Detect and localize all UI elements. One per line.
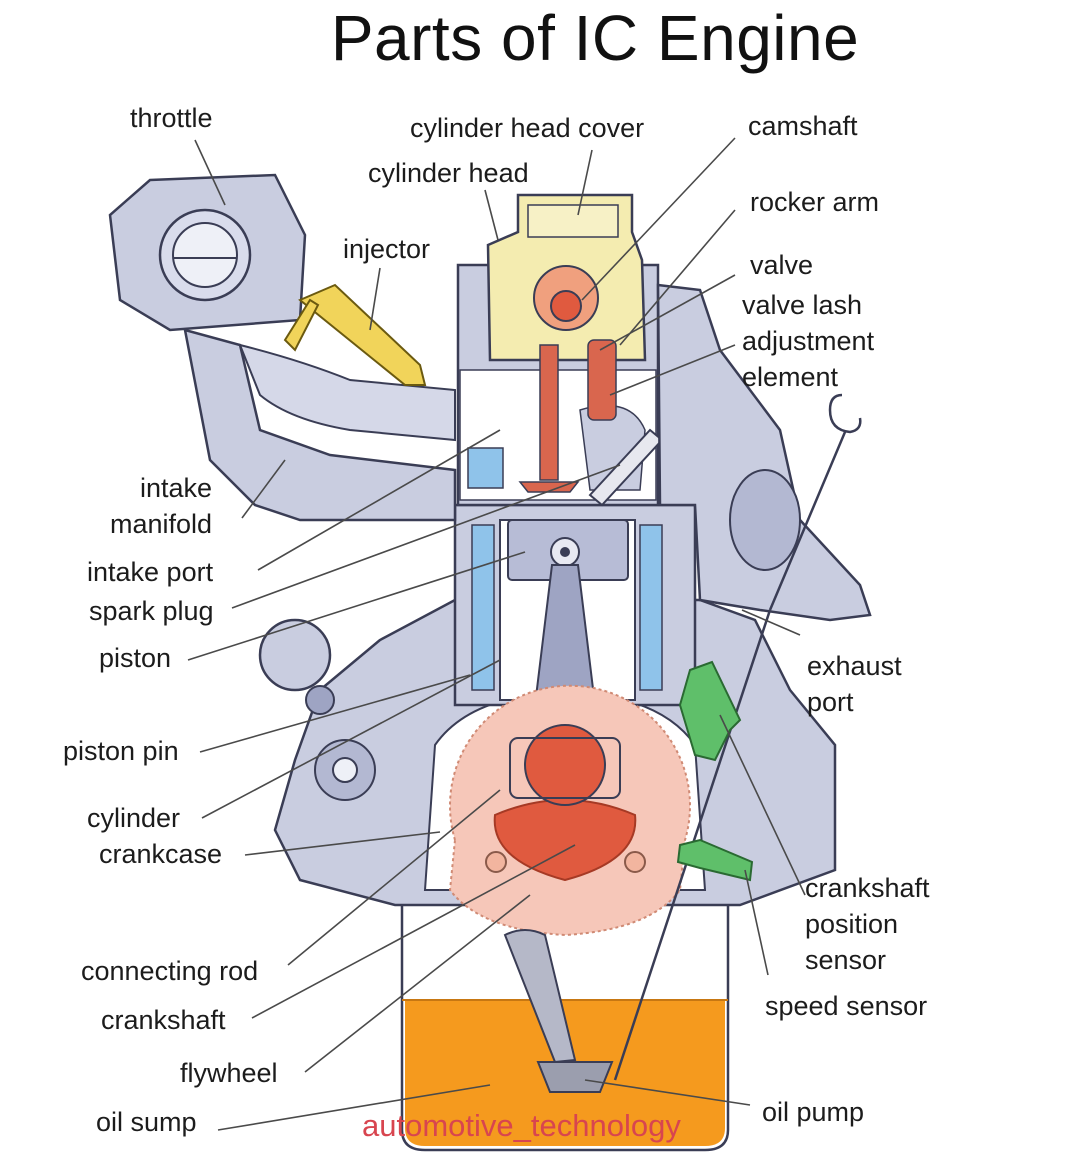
watermark-text: automotive_technology: [362, 1108, 681, 1143]
timing-pulley: [258, 618, 376, 801]
label-spark-plug: spark plug: [89, 596, 214, 626]
label-valve-lash-adjustment-element: valve lash adjustment element: [742, 287, 874, 395]
leader-crankshaft: [251, 844, 576, 1019]
label-line: exhaust: [807, 651, 902, 681]
leader-camshaft: [581, 137, 736, 301]
leader-injector: [369, 267, 381, 331]
label-valve: valve: [750, 250, 814, 280]
valve: [518, 339, 617, 493]
intake-manifold: [183, 328, 457, 522]
leader-crankcase: [244, 831, 441, 856]
leader-intake-manifold: [241, 459, 286, 519]
label-piston: piston: [99, 643, 172, 673]
label-camshaft: camshaft: [748, 111, 858, 141]
leader-valve-lash: [609, 344, 736, 396]
leader-flywheel: [304, 894, 531, 1073]
leader-crankshaft-position-sensor: [719, 714, 806, 896]
flywheel: [448, 684, 691, 937]
label-line: intake: [140, 473, 213, 503]
leader-speed-sensor: [744, 869, 769, 976]
label-piston-pin: piston pin: [63, 736, 179, 766]
speed-sensor: [676, 838, 754, 882]
label-cylinder-head-cover: cylinder head cover: [410, 113, 645, 143]
label-exhaust-port: exhaust port: [807, 648, 902, 720]
label-flywheel: flywheel: [180, 1058, 278, 1088]
label-line: crankcase: [99, 839, 223, 869]
label-cylinder-crankcase: cylinder crankcase: [87, 800, 222, 872]
leader-connecting-rod: [287, 789, 501, 966]
leader-valve: [599, 274, 736, 351]
label-line: port: [807, 687, 854, 717]
label-line: manifold: [110, 509, 213, 539]
label-line: valve lash: [742, 290, 863, 320]
leader-exhaust-port: [741, 609, 801, 636]
label-line: crankshaft: [805, 873, 930, 903]
leader-piston-pin: [199, 674, 471, 753]
label-intake-port: intake port: [87, 557, 214, 587]
label-throttle: throttle: [130, 103, 213, 133]
label-oil-sump: oil sump: [96, 1107, 197, 1137]
label-connecting-rod: connecting rod: [81, 956, 259, 986]
leader-cylinder: [201, 659, 501, 819]
label-line: position: [805, 909, 899, 939]
leader-lines: [187, 137, 806, 1131]
throttle-body: [108, 173, 307, 332]
label-cylinder-head: cylinder head: [368, 158, 529, 188]
label-oil-pump: oil pump: [762, 1097, 865, 1127]
exhaust-manifold: [656, 283, 872, 622]
leader-intake-port: [257, 429, 501, 571]
leader-spark-plug: [231, 464, 621, 609]
leader-cylinder-head-cover: [577, 149, 593, 216]
page-title: Parts of IC Engine: [330, 2, 860, 74]
crankshaft-position-sensor: [678, 660, 742, 762]
label-intake-manifold: intake manifold: [110, 470, 212, 542]
injector: [283, 283, 427, 386]
label-line: adjustment: [742, 326, 875, 356]
leader-throttle: [194, 139, 226, 206]
leader-cylinder-head: [484, 189, 499, 241]
leader-rocker-arm: [619, 209, 736, 346]
label-injector: injector: [343, 234, 431, 264]
leader-piston: [187, 551, 526, 661]
label-line: cylinder: [87, 803, 181, 833]
leader-oil-pump: [584, 1079, 751, 1106]
oil-pump: [503, 929, 614, 1093]
label-speed-sensor: speed sensor: [765, 991, 928, 1021]
label-line: element: [742, 362, 839, 392]
label-crankshaft: crankshaft: [101, 1005, 226, 1035]
label-line: sensor: [805, 945, 887, 975]
leader-oil-sump: [217, 1084, 491, 1131]
label-crankshaft-position-sensor: crankshaft position sensor: [805, 870, 930, 978]
label-rocker-arm: rocker arm: [750, 187, 880, 217]
camshaft: [533, 265, 599, 331]
